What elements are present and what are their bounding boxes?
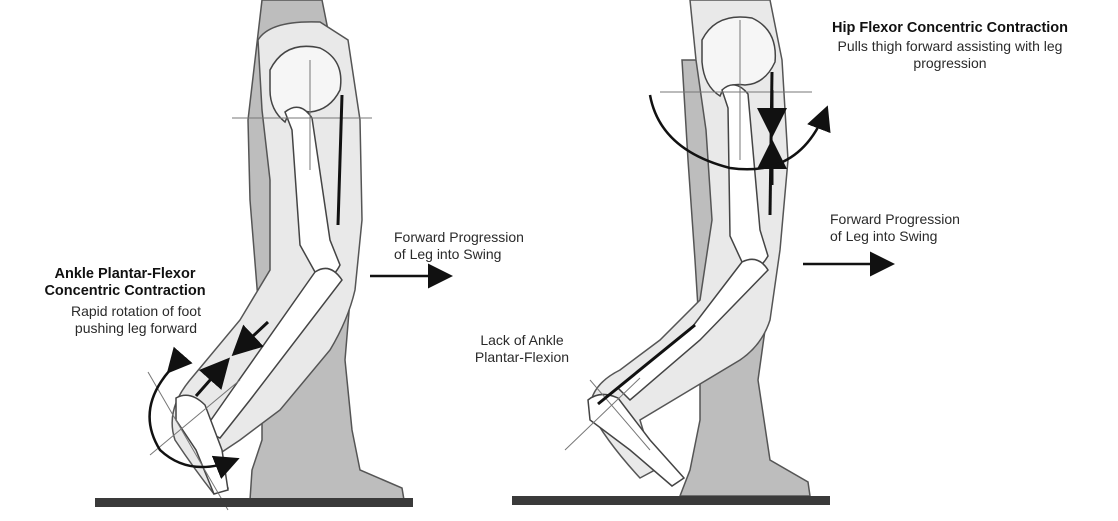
- ankle-title-line2: Concentric Contraction: [20, 283, 230, 300]
- hip-desc-line2: progression: [790, 55, 1110, 72]
- right-forward-line2: of Leg into Swing: [830, 228, 1030, 245]
- left-forward-line2: of Leg into Swing: [394, 246, 594, 263]
- lack-line1: Lack of Ankle: [442, 332, 602, 349]
- left-ground: [95, 498, 413, 507]
- lack-of-ankle-plantar-flexion-label: Lack of Ankle Plantar-Flexion: [442, 332, 602, 366]
- ankle-desc-line2: pushing leg forward: [36, 320, 236, 337]
- hip-flexor-description: Pulls thigh forward assisting with leg p…: [790, 38, 1110, 72]
- hip-desc-line1: Pulls thigh forward assisting with leg: [790, 38, 1110, 55]
- hip-flexor-title: Hip Flexor Concentric Contraction: [790, 20, 1110, 37]
- left-forward-progression-label: Forward Progression of Leg into Swing: [394, 229, 594, 263]
- ankle-plantar-flexor-title: Ankle Plantar-Flexor Concentric Contract…: [20, 266, 230, 300]
- lack-line2: Plantar-Flexion: [442, 349, 602, 366]
- right-forward-progression-label: Forward Progression of Leg into Swing: [830, 211, 1030, 245]
- right-forward-line1: Forward Progression: [830, 211, 1030, 228]
- ankle-description: Rapid rotation of foot pushing leg forwa…: [36, 303, 236, 337]
- right-ground: [512, 496, 830, 505]
- ankle-desc-line1: Rapid rotation of foot: [36, 303, 236, 320]
- ankle-title-line1: Ankle Plantar-Flexor: [20, 266, 230, 283]
- left-forward-line1: Forward Progression: [394, 229, 594, 246]
